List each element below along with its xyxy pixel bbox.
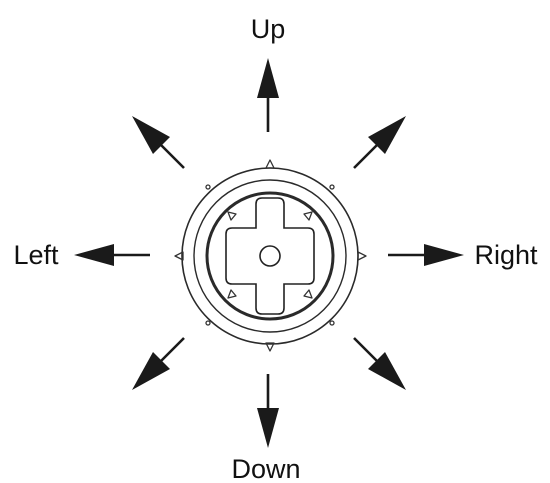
arrow-down-icon xyxy=(257,374,279,448)
inner-triangle-down-left-icon xyxy=(228,290,236,298)
inner-triangle-up-right-icon xyxy=(304,212,312,220)
label-right: Right xyxy=(474,240,538,270)
ring-triangle-up-icon xyxy=(266,160,274,168)
label-left: Left xyxy=(13,240,59,270)
arrow-up-left-icon xyxy=(132,116,184,168)
ring-dot-top-right-icon xyxy=(330,185,334,189)
label-down: Down xyxy=(231,454,300,483)
arrow-up-right-icon xyxy=(354,116,406,168)
dpad-controller xyxy=(175,160,366,351)
arrow-left-icon xyxy=(74,244,150,266)
arrow-down-right-icon xyxy=(354,338,406,390)
arrow-down-left-icon xyxy=(132,338,184,390)
inner-triangle-down-right-icon xyxy=(304,290,312,298)
dpad-center-pivot xyxy=(260,246,280,266)
ring-dot-top-left-icon xyxy=(206,185,210,189)
ring-dot-bottom-left-icon xyxy=(206,321,210,325)
inner-triangle-up-left-icon xyxy=(228,212,236,220)
label-up: Up xyxy=(251,14,286,44)
arrow-up-icon xyxy=(257,58,279,132)
arrow-right-icon xyxy=(388,244,464,266)
ring-triangle-right-icon xyxy=(358,252,366,260)
ring-dot-bottom-right-icon xyxy=(330,321,334,325)
